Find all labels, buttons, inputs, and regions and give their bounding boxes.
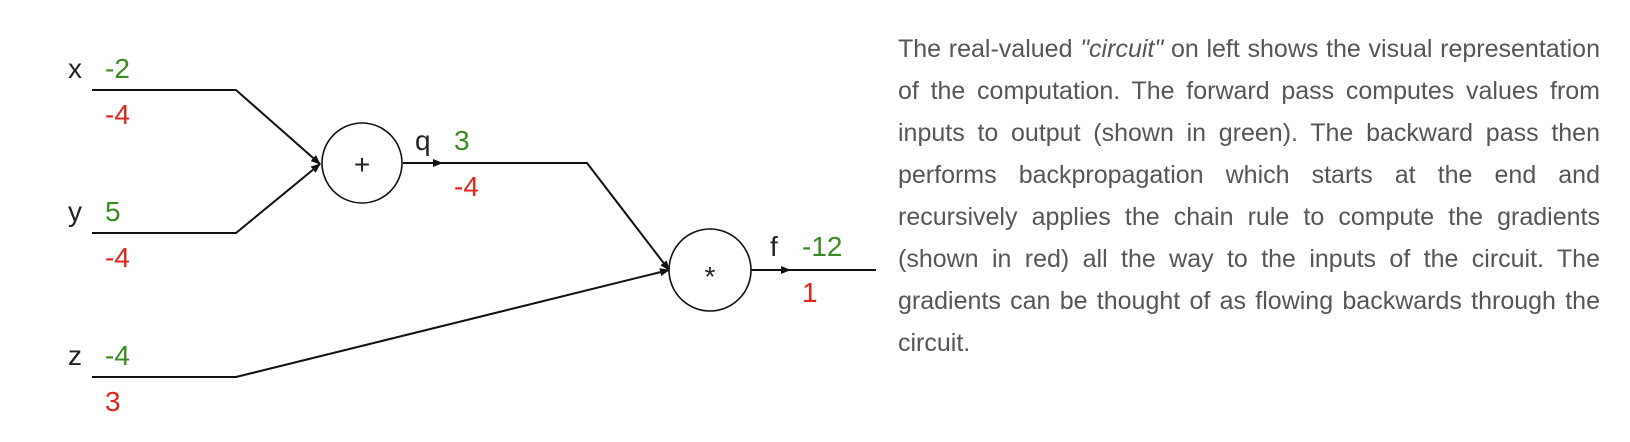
- z-label: z: [68, 340, 82, 371]
- multiply-gate: *: [668, 228, 752, 312]
- f-gradient-value: 1: [802, 277, 818, 308]
- x-label: x: [68, 53, 82, 84]
- caption-paragraph: The real-valued "circuit" on left shows …: [898, 28, 1600, 364]
- add-gate-circle: [321, 122, 403, 204]
- q-wire: [440, 162, 670, 271]
- y-wire: [92, 163, 321, 234]
- f-label: f: [770, 231, 778, 262]
- x-wire: [92, 89, 321, 165]
- z-gradient-value: 3: [105, 386, 121, 417]
- y-gradient-value: -4: [105, 242, 130, 273]
- f-forward-value: -12: [802, 231, 842, 262]
- y-label: y: [68, 196, 82, 227]
- z-forward-value: -4: [105, 340, 130, 371]
- computational-circuit-diagram: + * x -2 -4 y 5 -4 z -4 3 q 3 -4 f -12 1: [68, 53, 876, 417]
- q-gradient-value: -4: [454, 171, 479, 202]
- x-forward-value: -2: [105, 53, 130, 84]
- caption-emphasis: "circuit": [1080, 35, 1164, 63]
- x-gradient-value: -4: [105, 99, 130, 130]
- q-label: q: [415, 125, 431, 156]
- y-forward-value: 5: [105, 196, 121, 227]
- add-gate: +: [321, 122, 403, 204]
- caption-text-start: The real-valued: [898, 35, 1081, 63]
- q-forward-value: 3: [454, 125, 470, 156]
- caption-text-rest: on left shows the visual representation …: [898, 35, 1600, 357]
- z-wire: [92, 268, 670, 378]
- multiply-gate-circle: [668, 228, 752, 312]
- add-gate-symbol: +: [354, 149, 370, 180]
- multiply-gate-symbol: *: [705, 261, 716, 292]
